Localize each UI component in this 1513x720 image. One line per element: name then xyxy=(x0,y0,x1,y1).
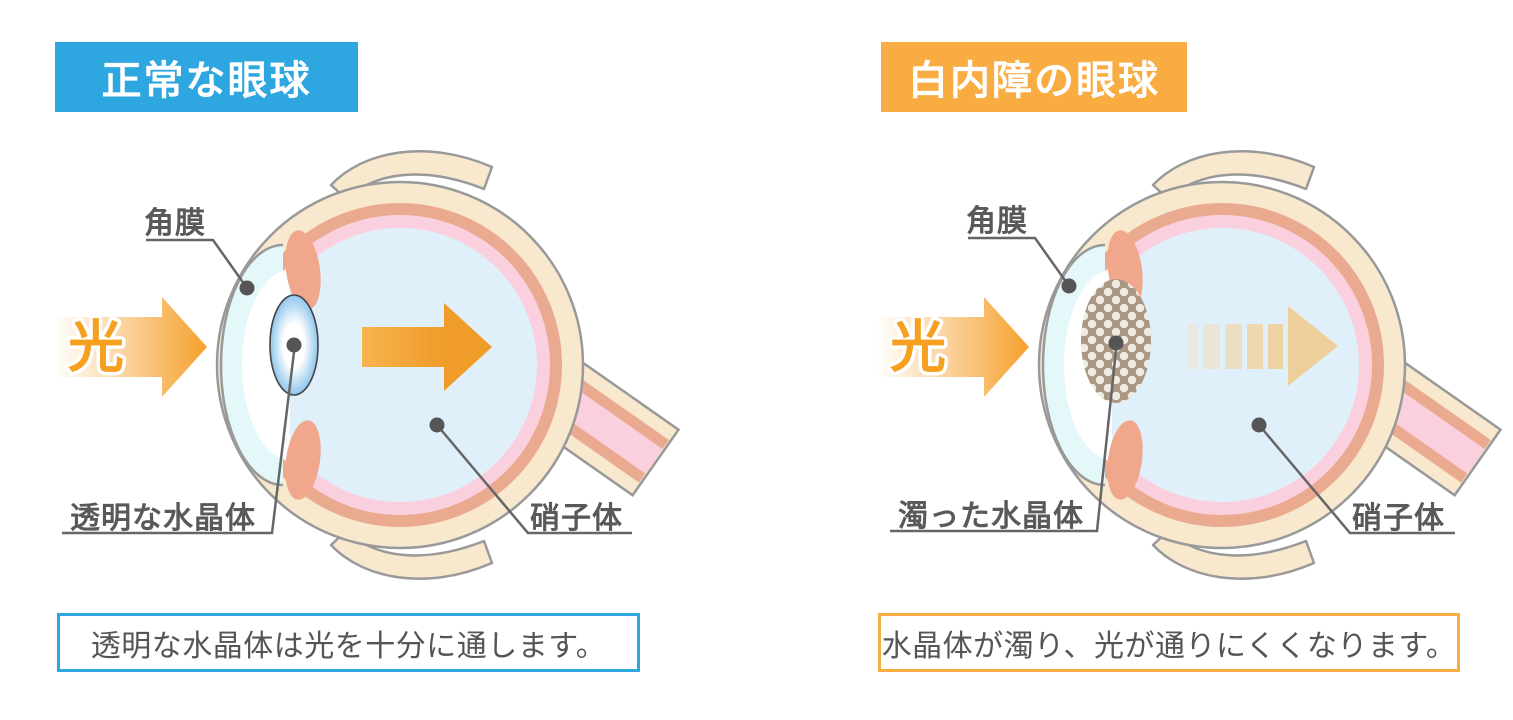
leader-dots xyxy=(1061,278,1267,433)
light-arrow xyxy=(55,297,207,397)
cornea-label-normal: 角膜 xyxy=(144,207,206,240)
leader-lines xyxy=(890,236,1455,535)
inner-light-arrow xyxy=(362,303,492,391)
light-label: 光 xyxy=(68,316,124,379)
vitreous-label-normal: 硝子体 xyxy=(530,502,623,535)
lens-label-normal: 透明な水晶体 xyxy=(70,502,256,535)
lens-label-cataract: 濁った水晶体 xyxy=(898,500,1084,533)
cataract-eye-diagram: 光 xyxy=(877,149,1502,581)
leader-dots xyxy=(239,280,445,433)
blocked-light-arrow xyxy=(1188,306,1338,386)
cornea-label-cataract: 角膜 xyxy=(966,205,1028,238)
cataract-eye-caption: 水晶体が濁り、光が通りにくくなります。 xyxy=(878,613,1460,672)
light-label: 光 xyxy=(890,316,946,379)
cataract-eye-header: 白内障の眼球 xyxy=(881,42,1187,112)
normal-eye-caption: 透明な水晶体は光を十分に通します。 xyxy=(57,613,640,672)
leader-lines xyxy=(62,238,632,535)
normal-eye-diagram: 光 xyxy=(55,149,680,581)
normal-eye-header: 正常な眼球 xyxy=(55,42,358,112)
light-arrow xyxy=(877,297,1029,397)
vitreous-label-cataract: 硝子体 xyxy=(1352,502,1445,535)
